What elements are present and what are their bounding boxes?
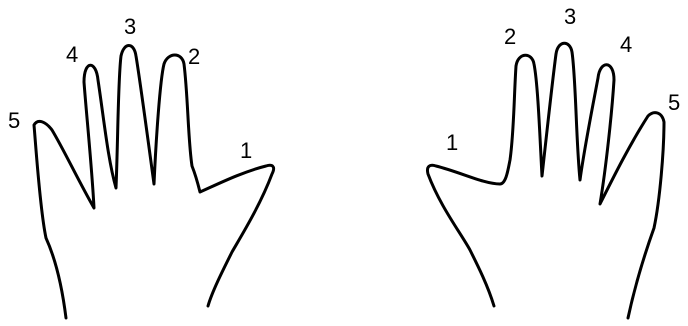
left-pinky-number: 5	[8, 108, 20, 133]
right-hand: 1 2 3 4 5	[427, 4, 680, 318]
left-hand-outline	[34, 46, 274, 319]
left-ring-number: 4	[66, 42, 78, 67]
right-index-number: 2	[504, 24, 516, 49]
left-hand: 1 2 3 4 5	[8, 14, 274, 318]
right-hand-outline	[427, 43, 664, 318]
right-ring-number: 4	[620, 32, 632, 57]
left-thumb-number: 1	[240, 138, 252, 163]
right-middle-number: 3	[564, 4, 576, 29]
left-index-number: 2	[188, 44, 200, 69]
left-middle-number: 3	[124, 14, 136, 39]
right-pinky-number: 5	[668, 90, 680, 115]
right-thumb-number: 1	[446, 130, 458, 155]
